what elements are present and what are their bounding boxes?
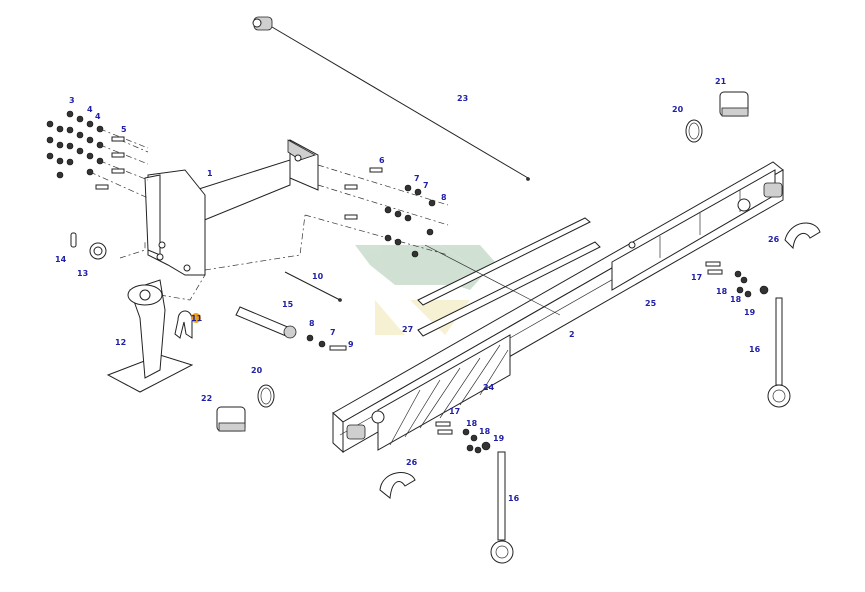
callout-24: 24	[483, 383, 495, 392]
callout-13: 13	[77, 269, 88, 278]
callout-17b: 17	[449, 407, 460, 416]
washer-part-13	[89, 242, 107, 260]
callout-5: 5	[121, 125, 127, 134]
reflector-part-20-left	[257, 384, 275, 408]
warning-sticker-part-24	[377, 334, 511, 451]
callout-8a: 8	[441, 193, 447, 202]
support-stand-part-12	[106, 279, 194, 393]
callout-17a: 17	[691, 273, 702, 282]
bolt-set-parts-6-7-8	[304, 164, 449, 258]
drawbar-arm-part-1	[144, 139, 319, 276]
callout-7b: 7	[423, 181, 429, 190]
callout-16b: 16	[508, 494, 520, 503]
watermark-logo	[355, 245, 495, 335]
callout-27: 27	[402, 325, 413, 334]
callout-7c: 7	[330, 328, 336, 337]
callout-4b: 4	[95, 112, 101, 121]
callout-25: 25	[645, 299, 657, 308]
callout-12: 12	[115, 338, 126, 347]
lamp-part-22	[216, 406, 246, 432]
hardware-parts-17-18-19-right	[705, 261, 769, 298]
highlight-marker	[191, 313, 201, 323]
callout-3: 3	[69, 96, 75, 105]
callout-4a: 4	[87, 105, 93, 114]
lamp-housing-left	[346, 424, 366, 440]
reflector-part-20-right	[685, 119, 703, 143]
bracket-part-26-left	[379, 472, 416, 499]
sticker-part-25	[611, 169, 776, 291]
hanger-part-16-right	[767, 297, 791, 408]
callout-7a: 7	[414, 174, 420, 183]
lamp-part-21	[719, 91, 749, 117]
callout-11: 11	[191, 314, 203, 323]
callout-15: 15	[282, 300, 294, 309]
callout-16a: 16	[749, 345, 761, 354]
bracket-part-26-right	[784, 222, 821, 250]
callout-20b: 20	[672, 105, 684, 114]
callout-21: 21	[715, 77, 727, 86]
callout-19b: 19	[493, 434, 505, 443]
shaft-part-15	[235, 306, 347, 351]
pin-part-10	[284, 271, 342, 302]
lamp-housing-right	[763, 182, 783, 198]
callout-2: 2	[569, 330, 575, 339]
callout-6: 6	[379, 156, 385, 165]
callout-20a: 20	[251, 366, 263, 375]
callout-14: 14	[55, 255, 67, 264]
callout-1: 1	[207, 169, 213, 178]
callout-18b: 18	[730, 295, 742, 304]
hanger-part-16-left	[490, 451, 514, 564]
callout-8b: 8	[309, 319, 315, 328]
rods-part-27	[417, 217, 601, 337]
cable-part-23	[252, 16, 530, 181]
callout-18d: 18	[479, 427, 491, 436]
callout-26a: 26	[768, 235, 780, 244]
main-beam-part-2	[332, 161, 784, 454]
callout-9: 9	[348, 340, 354, 349]
callout-22: 22	[201, 394, 212, 403]
callout-26b: 26	[406, 458, 418, 467]
callout-19a: 19	[744, 308, 756, 317]
callout-23: 23	[457, 94, 468, 103]
pin-part-14	[70, 232, 77, 248]
callout-10: 10	[312, 272, 324, 281]
hardware-parts-17-18-19-left	[435, 421, 491, 454]
clip-part-11	[174, 310, 201, 339]
bolt-cluster-parts-3-4-5	[46, 110, 149, 199]
callout-18a: 18	[716, 287, 728, 296]
callout-18c: 18	[466, 419, 478, 428]
callout-labels: 1 2 3 4 4 5 6 7 7 8 10 15 8 7 9 11 12 13…	[55, 77, 780, 503]
